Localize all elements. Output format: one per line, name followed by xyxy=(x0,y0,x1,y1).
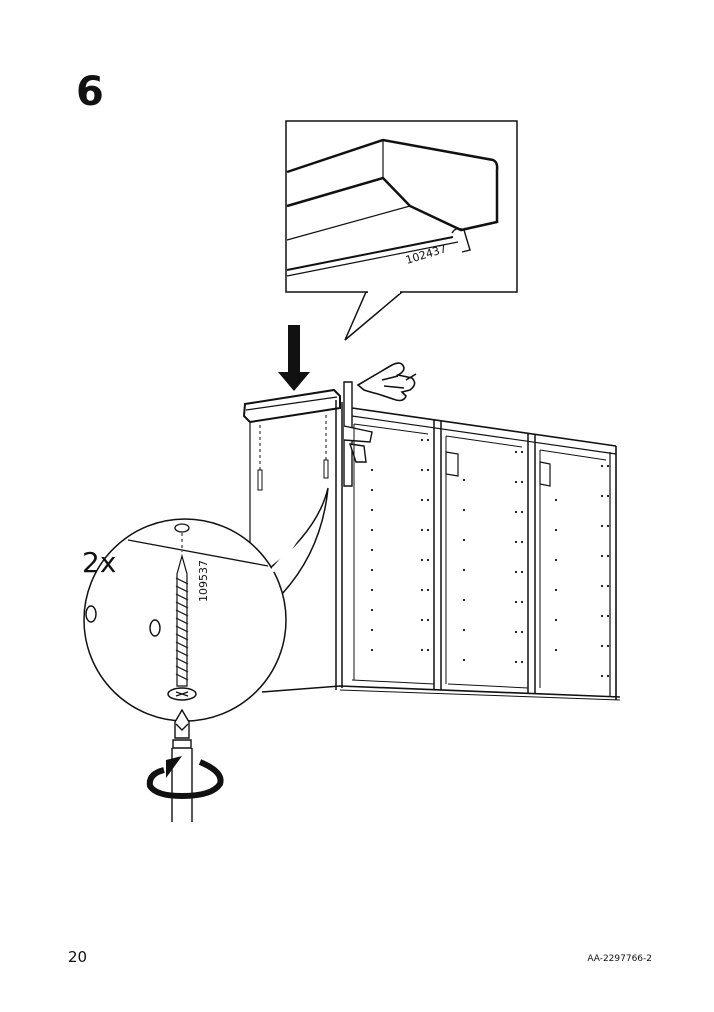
pointing-hand-icon xyxy=(356,362,417,402)
hinge-callout: 102437 xyxy=(285,120,518,341)
screw-quantity: 2x xyxy=(82,546,116,579)
screw-detail-circle: 109537 xyxy=(83,487,329,722)
screw-part-number: 109537 xyxy=(197,560,210,602)
step-number: 6 xyxy=(76,69,104,115)
screw-icon xyxy=(167,553,197,701)
down-arrow-icon xyxy=(278,325,310,391)
rotate-clockwise-icon xyxy=(146,756,224,800)
document-code: AA-2297766-2 xyxy=(587,954,652,964)
shelf-pin-holes xyxy=(370,438,610,678)
cabinet-frame-drawing xyxy=(242,381,621,701)
screwdriver-icon xyxy=(171,708,193,822)
hinge-strip-drawing xyxy=(286,138,499,277)
page-number: 20 xyxy=(68,948,88,966)
